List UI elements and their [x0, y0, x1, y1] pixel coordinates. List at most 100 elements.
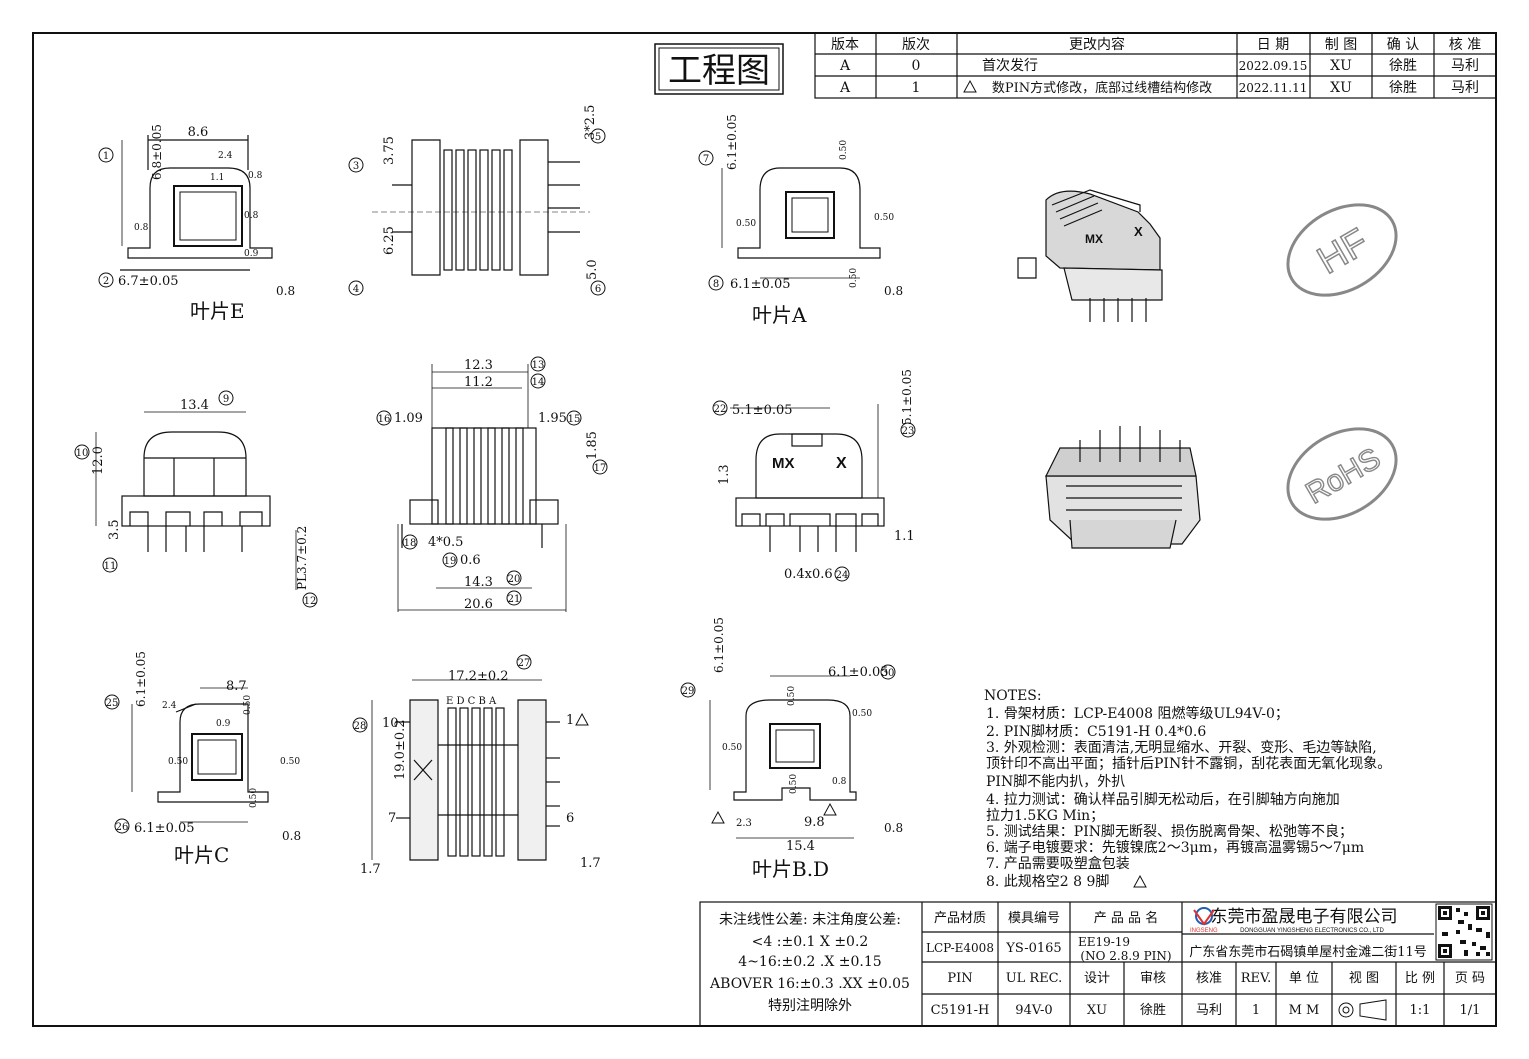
callout-19: 19 [444, 556, 457, 567]
callout-28: 28 [354, 721, 367, 732]
tb-scale: 1:1 [1410, 1003, 1431, 1018]
callout-25: 25 [106, 698, 119, 709]
mid-left: 1.09 [394, 411, 423, 426]
callout-8: 8 [713, 279, 719, 290]
bd-bottom: 0.50 [789, 774, 799, 794]
bd-r: 0.50 [852, 709, 872, 719]
notes-title: NOTES: [984, 688, 1042, 704]
c-r: 0.50 [280, 757, 300, 767]
note-triangle-icon [1133, 874, 1147, 888]
e-wall-r: 0.8 [244, 211, 259, 221]
bd-w: 6.1±0.05 [828, 665, 889, 680]
revision-triangle-icon [963, 79, 977, 93]
rev-r1-version: A [839, 58, 851, 74]
top-x: X [836, 455, 847, 472]
tb-company-en: DONGGUAN YINGSHENG ELECTRONICS CO., LTD [1240, 928, 1384, 934]
e-slot2: 1.1 [210, 173, 224, 183]
note-6: 6. 端子电镀要求：先镀镍底2～3μm，再镀高温雾锡5～7μm [986, 839, 1364, 856]
mid-w4: 20.6 [464, 597, 493, 612]
a-left: 0.50 [736, 219, 756, 229]
callout-3: 3 [353, 161, 359, 172]
top-w: 5.1±0.05 [732, 403, 793, 418]
tb-h-material: 产品材质 [934, 911, 986, 926]
tol-line5: 特别注明除外 [768, 998, 852, 1014]
note-3: 3. 外观检测：表面清洁,无明显缩水、开裂、变形、毛边等缺陷, [986, 739, 1377, 756]
bd-b2: 0.8 [832, 777, 847, 787]
mid-w2: 11.2 [464, 375, 493, 390]
tb-pin: C5191-H [931, 1003, 990, 1018]
front-pin-length: PL3.7±0.2 [295, 526, 309, 590]
callout-22: 22 [714, 404, 727, 415]
rev-r2-confirm: 徐胜 [1389, 80, 1417, 96]
title-block: 未注线性公差: 未注角度公差: <4 :±0.1 X ±0.2 4~16:±0.… [699, 901, 1497, 1027]
mid-right: 1.95 [538, 411, 567, 426]
callout-2: 2 [103, 276, 109, 287]
a-base: 0.8 [884, 284, 903, 298]
note-1: 1. 骨架材质：LCP-E4008 阻燃等级UL94V-0； [986, 705, 1289, 722]
note-5: 5. 测试结果：PIN脚无断裂、损伤脱离骨架、松弛等不良； [986, 823, 1353, 840]
c-top: 0.50 [243, 695, 253, 715]
pin1-triangle-icon [575, 712, 589, 726]
tb-h-name: 产 品 品 名 [1094, 910, 1158, 926]
top-r: 1.1 [894, 529, 915, 544]
tb-rev: 1 [1252, 1003, 1260, 1018]
bottom-h: 19.0±0.2 [393, 719, 408, 780]
callout-9: 9 [223, 394, 229, 405]
side-a: 3.75 [382, 136, 397, 165]
bottom-r: 1.7 [580, 856, 601, 871]
callout-29: 29 [682, 686, 695, 697]
tb-ul: 94V-0 [1015, 1003, 1052, 1018]
c-bottom: 0.50 [249, 788, 259, 808]
bd-caption: 叶片B.D [752, 857, 829, 881]
page-title: 工程图 [668, 51, 770, 91]
note-3c: PIN脚不能内扒，外扒 [986, 774, 1125, 790]
tol-line4: ABOVER 16:±0.3 .XX ±0.05 [709, 976, 910, 992]
tb-address: 广东省东莞市石碣镇单屋村金滩二街11号 [1189, 944, 1427, 960]
rev-r1-content: 首次发行 [982, 58, 1038, 74]
rev-r1-approve: 马利 [1451, 58, 1479, 74]
note-8: 8. 此规格空2 8 9脚 [986, 874, 1109, 890]
callout-7: 7 [703, 154, 709, 165]
tb-h-approve: 核准 [1196, 971, 1222, 986]
e-slot: 2.4 [218, 151, 233, 161]
view-leaf-e: 8.6 6.8±0.05 6.7±0.05 2.4 1.1 0.8 0.8 0.… [98, 124, 295, 323]
view-leaf-c: 8.7 6.1±0.05 2.4 0.9 0.50 0.50 0.50 0.50… [104, 651, 301, 867]
rev-h-approve: 核 准 [1449, 37, 1481, 53]
tb-h-check: 审核 [1140, 971, 1166, 986]
tol-line1: 未注线性公差: 未注角度公差: [719, 912, 901, 928]
rev-h-date: 日 期 [1257, 37, 1289, 53]
bottom-w: 17.2±0.2 [448, 669, 509, 684]
top-h: 5.1±0.05 [900, 369, 914, 425]
front-height: 12.0 [91, 446, 106, 475]
tb-mold: YS-0165 [1005, 941, 1061, 956]
c-w: 8.7 [226, 679, 247, 694]
tb-name1: EE19-19 [1078, 935, 1130, 949]
rev-r1-edition: 0 [912, 58, 921, 74]
note-4: 4. 拉力测试：确认样品引脚无松动后，在引脚轴方向施加 [986, 792, 1340, 808]
render-3d-top: MX X [1017, 189, 1163, 322]
callout-6: 6 [595, 284, 601, 295]
tb-check: 徐胜 [1140, 1003, 1166, 1018]
qr-code-icon [1435, 903, 1493, 961]
logo-text: INGSENG [1190, 928, 1218, 934]
side-d: 5.0 [585, 259, 600, 280]
render-mx: MX [1085, 232, 1103, 246]
rohs-badge: RoHS [1286, 427, 1398, 521]
c-bw: 6.1±0.05 [134, 821, 195, 836]
top-mx: MX [772, 455, 795, 472]
callout-26: 26 [116, 822, 129, 833]
note-4b: 拉力1.5KG Min； [986, 808, 1104, 824]
hf-badge: HF [1286, 203, 1398, 297]
a-top: 0.50 [839, 140, 849, 160]
rev-r2-date: 2022.11.11 [1239, 81, 1308, 95]
tb-page: 1/1 [1460, 1003, 1481, 1018]
view-side: 3.75 6.25 3*2.5 5.0 3 4 5 6 [348, 105, 606, 296]
bottom-letters: E D C B A [446, 696, 497, 707]
bd-h: 6.1±0.05 [712, 617, 726, 673]
tb-h-mold: 模具编号 [1008, 911, 1060, 926]
rev-r2-drawn: XU [1330, 80, 1352, 96]
render-x: X [1134, 224, 1143, 239]
tol-line3: 4~16:±0.2 .X ±0.15 [738, 954, 881, 970]
e-base: 0.8 [276, 284, 295, 298]
